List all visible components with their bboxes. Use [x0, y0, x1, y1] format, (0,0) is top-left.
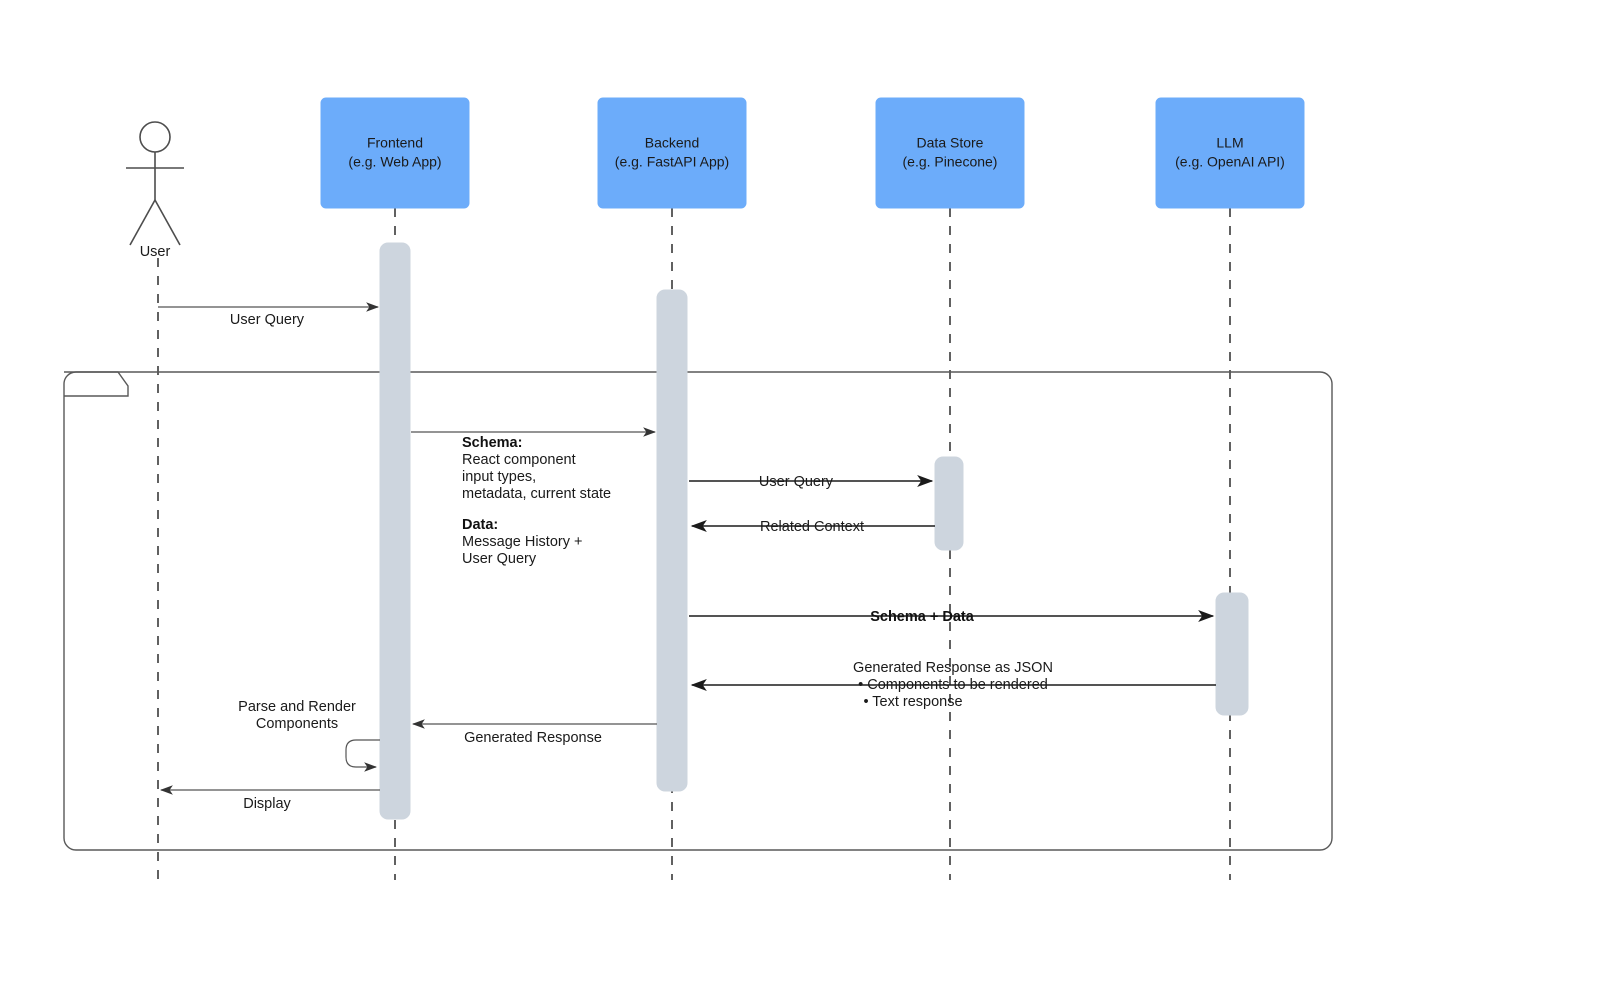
- message-label-self-loop-line2: Components: [256, 716, 338, 732]
- fragment-frame: [63, 371, 1333, 851]
- participant-datastore-box[interactable]: [875, 97, 1025, 209]
- note-data-line2: User Query: [462, 551, 537, 567]
- fragment-frame-rect: [63, 371, 1333, 851]
- activation-llm: [1215, 592, 1249, 716]
- participant-datastore-label-line2: (e.g. Pinecone): [903, 154, 998, 170]
- message-label-json-title: Generated Response as JSON: [853, 660, 1053, 676]
- participant-backend-label-line2: (e.g. FastAPI App): [615, 154, 729, 170]
- participant-backend[interactable]: Backend (e.g. FastAPI App): [597, 97, 747, 209]
- actor-user[interactable]: User: [126, 121, 184, 260]
- message-frontend-self-loop[interactable]: Parse and Render Components: [238, 699, 380, 772]
- participant-frontend-label-line2: (e.g. Web App): [348, 154, 441, 170]
- message-label-user-query-2: User Query: [759, 474, 834, 490]
- message-label-generated-response: Generated Response: [464, 730, 602, 746]
- participant-frontend-box[interactable]: [320, 97, 470, 209]
- message-generated-response-json-to-backend[interactable]: Generated Response as JSON • Components …: [690, 660, 1216, 710]
- participant-llm[interactable]: LLM (e.g. OpenAI API): [1155, 97, 1305, 209]
- message-schema-data-to-backend[interactable]: Schema: React component input types, met…: [411, 427, 657, 567]
- message-label-display: Display: [243, 796, 291, 812]
- message-user-query-to-frontend[interactable]: User Query: [158, 302, 380, 328]
- fragment-label-tag: [64, 371, 129, 397]
- note-schema-line2: input types,: [462, 469, 536, 485]
- note-schema-line1: React component: [462, 452, 576, 468]
- participant-llm-box[interactable]: [1155, 97, 1305, 209]
- lifelines-group: [157, 208, 1231, 880]
- participant-frontend[interactable]: Frontend (e.g. Web App): [320, 97, 470, 209]
- message-user-query-to-datastore[interactable]: User Query: [689, 474, 934, 490]
- message-label-schema-plus-data: Schema + Data: [870, 609, 975, 625]
- message-label-json-bullet-1: • Components to be rendered: [858, 677, 1048, 693]
- actor-leg-left-icon: [129, 199, 156, 246]
- participant-datastore-label-line1: Data Store: [917, 135, 984, 151]
- activation-datastore: [934, 456, 964, 551]
- note-data-line1: Message History +: [462, 534, 582, 550]
- message-generated-response-to-frontend[interactable]: Generated Response: [411, 719, 657, 746]
- message-label-json-bullet-2: • Text response: [863, 694, 962, 710]
- message-display-to-user[interactable]: Display: [159, 785, 380, 812]
- activation-bars-group: [379, 242, 1249, 820]
- participant-datastore[interactable]: Data Store (e.g. Pinecone): [875, 97, 1025, 209]
- message-label-related-context: Related Context: [760, 519, 864, 535]
- participant-frontend-label-line1: Frontend: [367, 135, 423, 151]
- actor-leg-right-icon: [154, 199, 181, 246]
- note-schema-line3: metadata, current state: [462, 486, 611, 502]
- actor-head-icon: [139, 121, 171, 153]
- message-schema-plus-data-to-llm[interactable]: Schema + Data: [689, 609, 1215, 625]
- activation-frontend: [379, 242, 411, 820]
- message-label-self-loop-line1: Parse and Render: [238, 699, 356, 715]
- participant-llm-label-line1: LLM: [1216, 135, 1243, 151]
- note-data-heading: Data:: [462, 517, 498, 533]
- note-schema-heading: Schema:: [462, 435, 522, 451]
- message-arrow-self-loop: [345, 739, 380, 772]
- participant-backend-box[interactable]: [597, 97, 747, 209]
- participant-backend-label-line1: Backend: [645, 135, 699, 151]
- actor-label: User: [140, 244, 171, 260]
- message-related-context-to-backend[interactable]: Related Context: [690, 519, 935, 535]
- message-label-user-query-1: User Query: [230, 312, 305, 328]
- activation-backend: [656, 289, 688, 792]
- participant-llm-label-line2: (e.g. OpenAI API): [1175, 154, 1285, 170]
